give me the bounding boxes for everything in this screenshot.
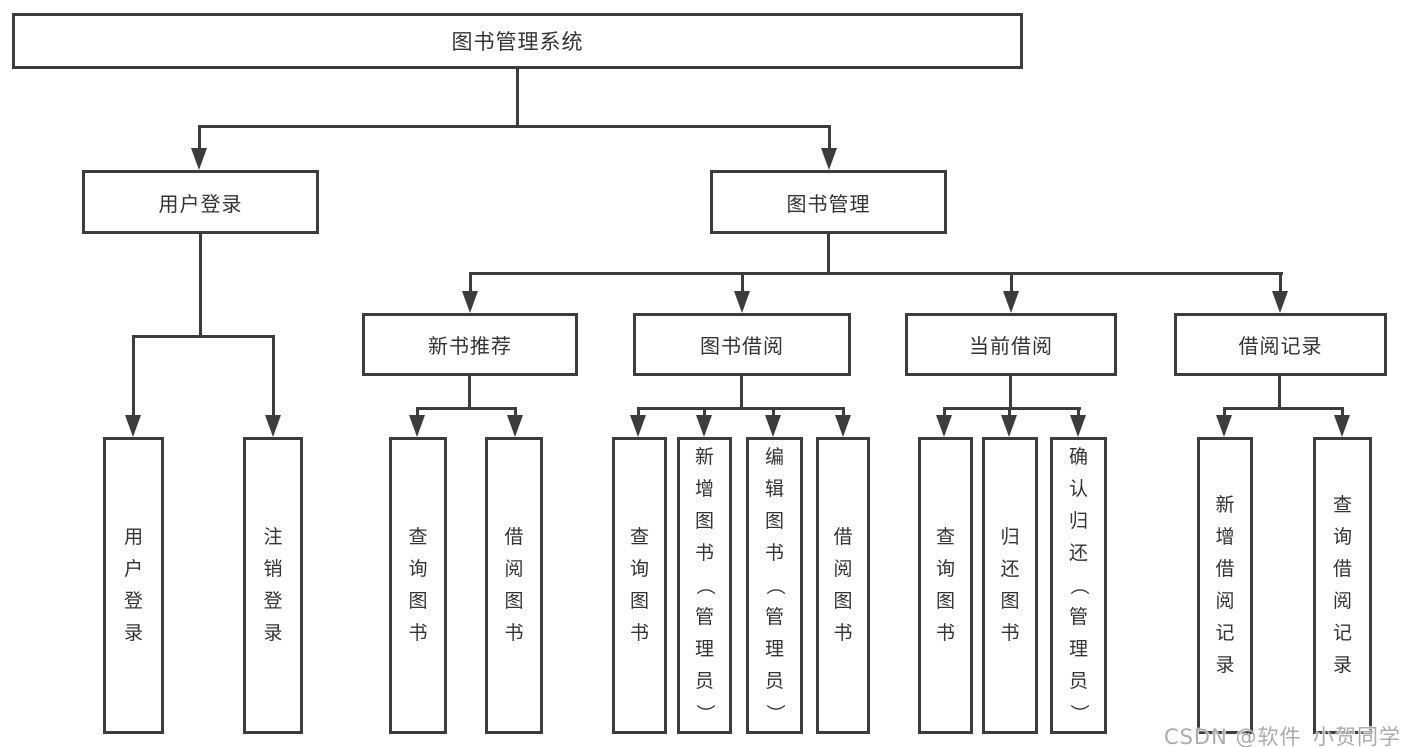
leaf-label: 查询图书: [408, 526, 428, 644]
leaf-label: 确认归还（管理员）: [1067, 446, 1090, 724]
connector-stem: [516, 68, 519, 128]
leaf-borrow-books: 借阅图书: [816, 437, 870, 734]
connector-stem: [469, 272, 472, 293]
leaf-logout: 注销登录: [243, 437, 303, 734]
leaf-label: 用户登录: [123, 526, 143, 644]
connector-stem: [468, 376, 471, 410]
node-current-borrow: 当前借阅: [905, 313, 1117, 376]
leaf-query-books: 查询图书: [612, 437, 667, 734]
leaf-confirm-return-admin: 确认归还（管理员）: [1050, 437, 1107, 734]
connector-stem: [1008, 407, 1011, 419]
arrow-down-icon: [409, 415, 425, 437]
node-new-book-recommend: 新书推荐: [362, 313, 578, 376]
node-book-borrow-label: 图书借阅: [700, 334, 784, 358]
leaf-return-books: 归还图书: [982, 437, 1038, 734]
leaf-label: 新增图书（管理员）: [693, 446, 716, 724]
leaf-label: 查询借阅记录: [1332, 494, 1352, 676]
arrow-down-icon: [821, 148, 837, 170]
connector-rail: [469, 272, 1283, 275]
arrow-down-icon: [265, 415, 281, 437]
connector-stem: [132, 335, 135, 417]
node-root: 图书管理系统: [12, 13, 1023, 69]
node-user-login-label: 用户登录: [158, 191, 243, 216]
connector-stem: [272, 335, 275, 417]
node-root-label: 图书管理系统: [451, 30, 584, 54]
arrow-down-icon: [1003, 291, 1019, 313]
connector-stem: [1010, 272, 1013, 293]
leaf-label: 查询图书: [935, 526, 955, 644]
connector-stem: [199, 234, 202, 338]
leaf-query-borrow-record: 查询借阅记录: [1313, 437, 1372, 734]
connector-stem: [741, 272, 744, 293]
connector-stem: [416, 407, 419, 419]
connector-rail: [1223, 407, 1344, 410]
arrow-down-icon: [765, 415, 781, 437]
arrow-down-icon: [462, 291, 478, 313]
connector-rail: [943, 407, 1081, 410]
leaf-label: 查询图书: [629, 526, 649, 644]
node-book-borrow: 图书借阅: [633, 313, 851, 376]
watermark: CSDN @软件_小贺同学: [1163, 725, 1401, 747]
leaf-label: 归还图书: [1000, 526, 1020, 644]
arrow-down-icon: [1001, 415, 1017, 437]
arrow-down-icon: [1334, 415, 1350, 437]
leaf-label: 新增借阅记录: [1215, 494, 1235, 676]
connector-rail: [132, 335, 275, 338]
arrow-down-icon: [630, 415, 646, 437]
node-borrow-records: 借阅记录: [1174, 313, 1387, 376]
leaf-user-login: 用户登录: [103, 437, 164, 734]
arrow-down-icon: [936, 415, 952, 437]
leaf-edit-books-admin: 编辑图书（管理员）: [746, 437, 803, 734]
connector-stem: [772, 407, 775, 419]
arrow-down-icon: [1070, 415, 1086, 437]
connector-stem: [740, 376, 743, 410]
connector-stem: [827, 234, 830, 275]
leaf-query-books: 查询图书: [918, 437, 973, 734]
node-borrow-records-label: 借阅记录: [1238, 334, 1323, 358]
leaf-borrow-books: 借阅图书: [485, 437, 543, 734]
connector-stem: [1077, 407, 1080, 419]
connector-stem: [1009, 376, 1012, 410]
leaf-query-books: 查询图书: [389, 437, 447, 734]
connector-stem: [842, 407, 845, 419]
leaf-label: 借阅图书: [504, 526, 524, 644]
arrow-down-icon: [125, 415, 141, 437]
leaf-label: 注销登录: [263, 526, 283, 644]
connector-stem: [1341, 407, 1344, 419]
arrow-down-icon: [734, 291, 750, 313]
connector-stem: [637, 407, 640, 419]
node-book-management-label: 图书管理: [786, 191, 871, 216]
connector-stem: [198, 125, 201, 152]
connector-stem: [828, 125, 831, 152]
arrow-down-icon: [1272, 291, 1288, 313]
connector-stem: [1223, 407, 1226, 419]
arrow-down-icon: [696, 415, 712, 437]
connector-stem: [1278, 376, 1281, 410]
connector-stem: [703, 407, 706, 419]
connector-rail: [416, 407, 517, 410]
node-current-borrow-label: 当前借阅: [969, 334, 1053, 358]
leaf-add-borrow-record: 新增借阅记录: [1197, 437, 1253, 734]
arrow-down-icon: [191, 148, 207, 170]
connector-rail: [637, 407, 845, 410]
connector-stem: [1279, 272, 1282, 293]
arrow-down-icon: [835, 415, 851, 437]
connector-stem: [514, 407, 517, 419]
arrow-down-icon: [507, 415, 523, 437]
connector-stem: [943, 407, 946, 419]
leaf-add-books-admin: 新增图书（管理员）: [677, 437, 732, 734]
node-new-book-recommend-label: 新书推荐: [428, 334, 512, 358]
leaf-label: 借阅图书: [833, 526, 853, 644]
node-book-management: 图书管理: [710, 170, 947, 234]
connector-rail: [198, 125, 831, 128]
node-user-login: 用户登录: [82, 170, 319, 234]
leaf-label: 编辑图书（管理员）: [763, 446, 786, 724]
arrow-down-icon: [1216, 415, 1232, 437]
